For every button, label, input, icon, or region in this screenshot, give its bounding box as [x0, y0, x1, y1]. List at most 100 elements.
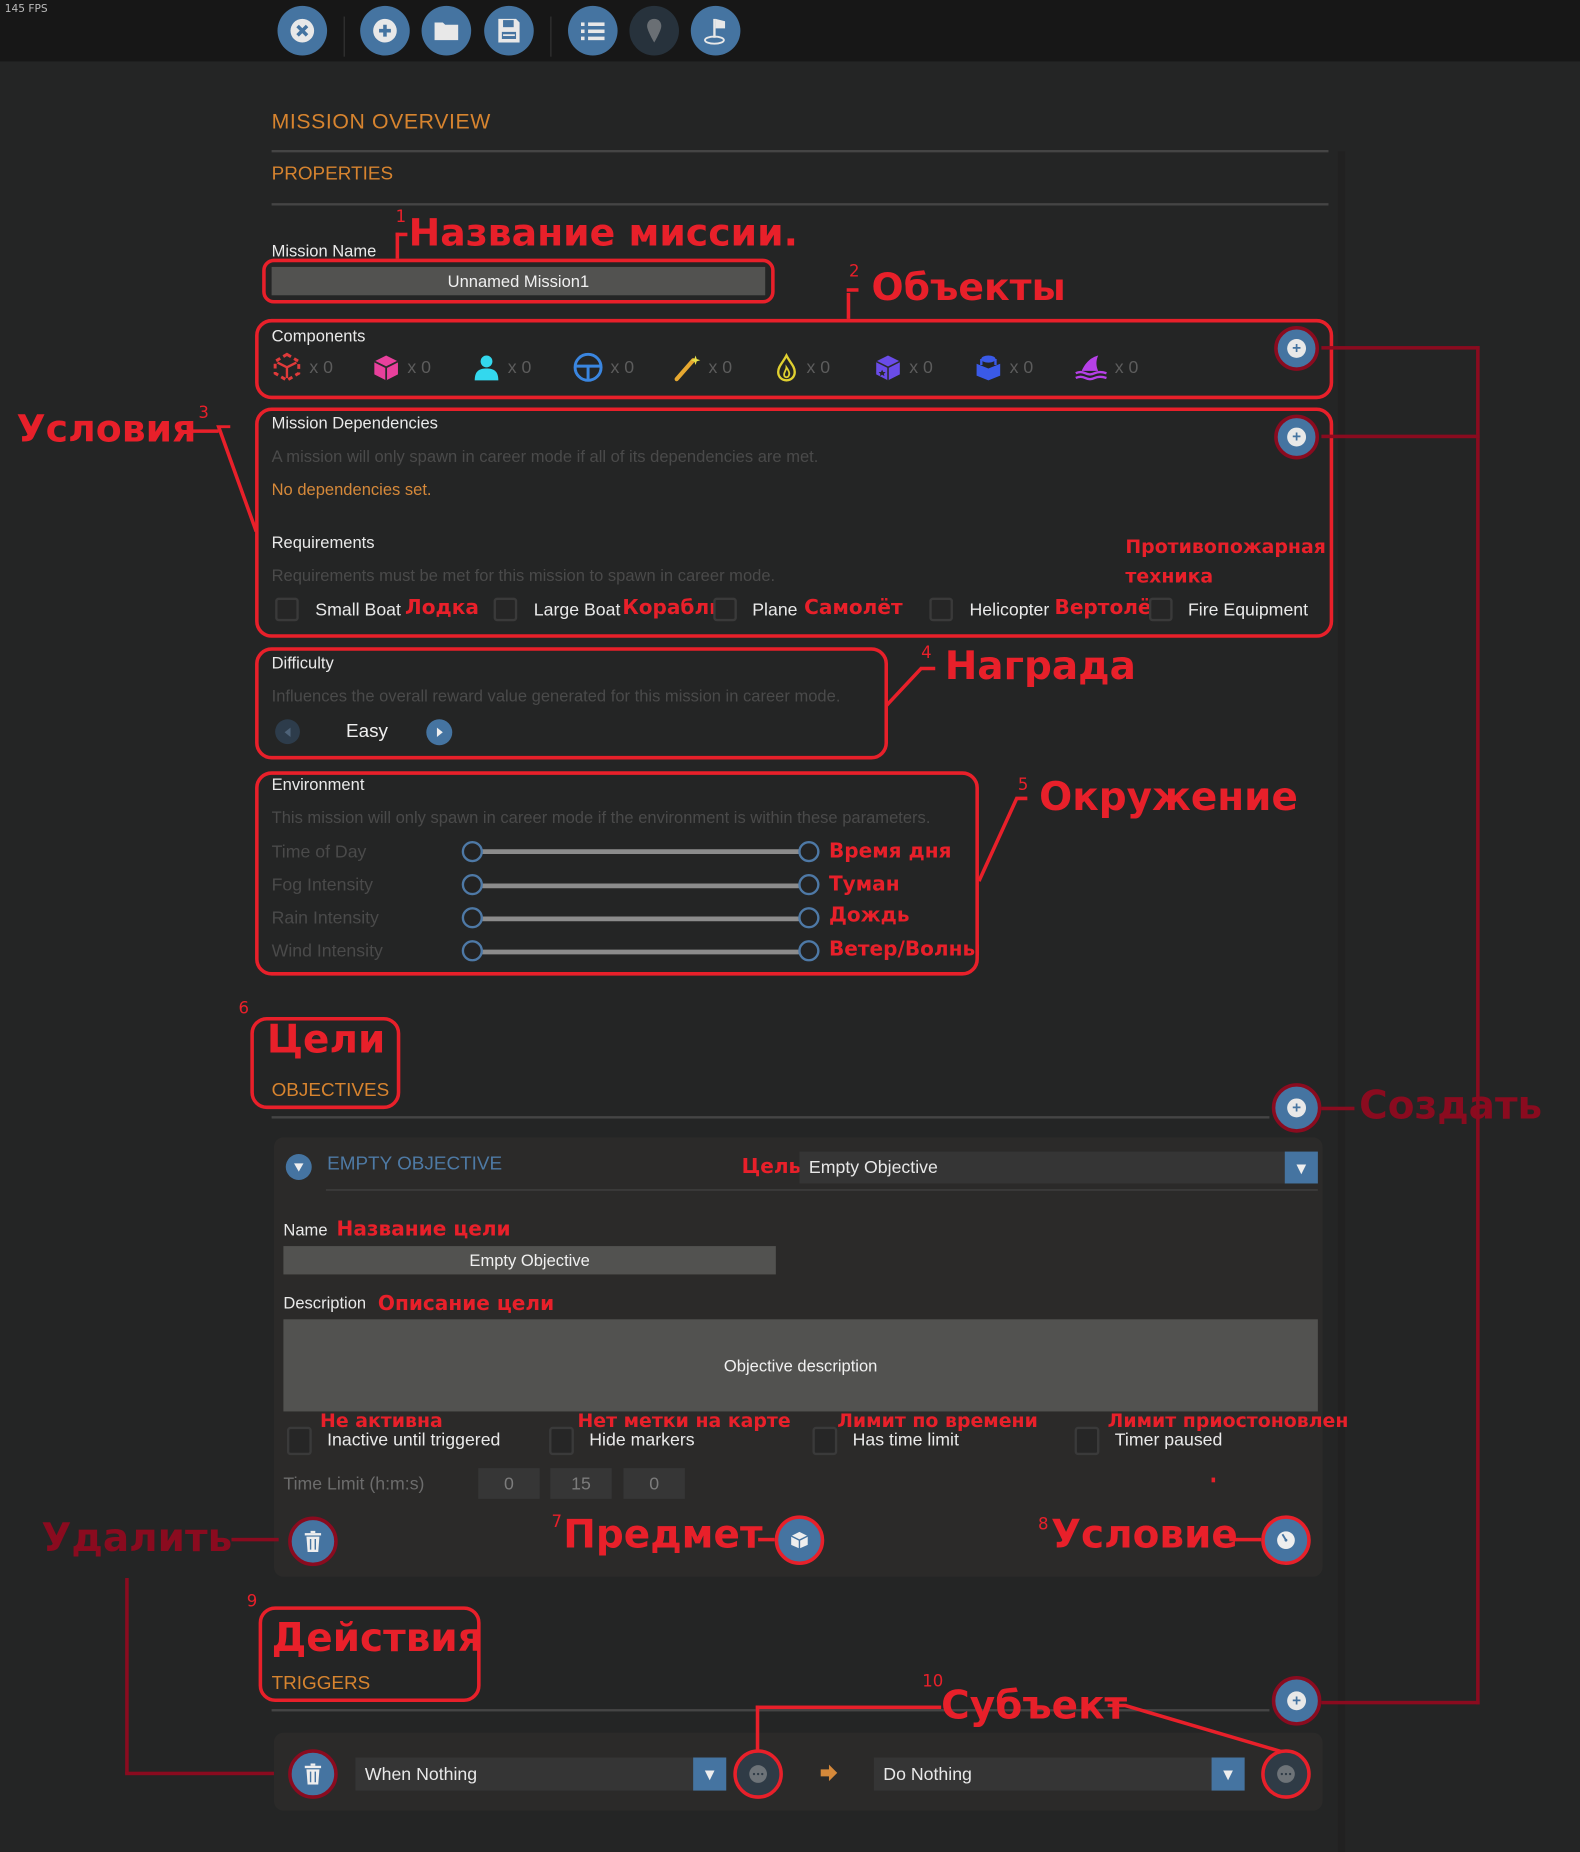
- inactive-until-triggered-label: Inactive until triggered: [327, 1430, 501, 1451]
- add-objective-button[interactable]: +: [1271, 1083, 1322, 1133]
- dependencies-status: No dependencies set.: [271, 479, 432, 499]
- component-object[interactable]: x 0: [372, 352, 472, 383]
- rain-intensity-min-handle[interactable]: [461, 907, 483, 929]
- annotation-box: [255, 407, 1334, 638]
- time-of-day-max-handle[interactable]: [798, 840, 820, 863]
- new-mission-button[interactable]: [360, 5, 410, 56]
- mission-list-button[interactable]: [567, 5, 618, 56]
- difficulty-next-button[interactable]: [426, 719, 453, 746]
- time-of-day-min-handle[interactable]: [461, 840, 483, 863]
- component-flare[interactable]: x 0: [673, 352, 773, 383]
- timer-icon: [1277, 1531, 1295, 1550]
- annotation-line: [395, 232, 408, 237]
- fog-intensity-min-handle[interactable]: [461, 874, 483, 896]
- trigger-condition-value: When Nothing: [364, 1764, 478, 1785]
- delete-objective-button[interactable]: [288, 1516, 338, 1567]
- fire-equipment-checkbox[interactable]: [1148, 597, 1173, 622]
- difficulty-prev-button[interactable]: [275, 719, 300, 745]
- has-time-limit-checkbox[interactable]: [812, 1426, 838, 1456]
- character-icon: [474, 355, 499, 381]
- annotation-actions: Действия: [271, 1614, 483, 1661]
- annotation-line: [885, 666, 936, 707]
- trigger-action-select[interactable]: Do Nothing ▼: [873, 1757, 1245, 1791]
- shark-icon: [1075, 355, 1107, 381]
- close-mission-button[interactable]: [277, 5, 328, 56]
- objective-name-input[interactable]: Empty Objective: [283, 1246, 776, 1275]
- chevron-down-icon: ▼: [1284, 1151, 1318, 1184]
- annotation-wind: Ветер/Волны: [828, 937, 981, 962]
- add-item-button[interactable]: [774, 1515, 825, 1565]
- inactive-until-triggered-checkbox[interactable]: [286, 1426, 312, 1456]
- annotation-item: Предмет: [563, 1510, 763, 1557]
- annotation-goal: Цель: [741, 1155, 802, 1179]
- component-barrel[interactable]: x 0: [974, 352, 1074, 383]
- location-button[interactable]: [629, 5, 680, 56]
- objective-description-input[interactable]: Objective description: [283, 1319, 1318, 1412]
- component-fire[interactable]: x 0: [773, 352, 873, 383]
- wind-intensity-slider[interactable]: [472, 949, 811, 955]
- time-limit-seconds-input[interactable]: 0: [623, 1468, 685, 1499]
- difficulty-label: Difficulty: [271, 653, 334, 673]
- wind-intensity-max-handle[interactable]: [798, 940, 820, 962]
- timer-paused-checkbox[interactable]: [1074, 1426, 1100, 1456]
- more-icon: [1277, 1765, 1295, 1783]
- plane-checkbox[interactable]: [713, 597, 737, 622]
- mission-overview-heading: MISSION OVERVIEW: [271, 109, 491, 134]
- annotation-box: [262, 258, 775, 304]
- small-boat-checkbox[interactable]: [275, 597, 299, 622]
- annotation-time-limit: Лимит по времени: [837, 1409, 1038, 1432]
- component-shark[interactable]: x 0: [1075, 352, 1175, 383]
- large-boat-checkbox[interactable]: [493, 597, 518, 622]
- annotation-number: 9: [246, 1592, 258, 1612]
- time-limit-hours-input[interactable]: 0: [478, 1468, 540, 1499]
- panel-scroll-track[interactable]: [1337, 151, 1346, 1852]
- fire-icon: [777, 353, 796, 382]
- helicopter-checkbox[interactable]: [929, 597, 953, 622]
- annotation-conditions: Условия: [16, 406, 197, 452]
- plus-icon: +: [1287, 338, 1307, 358]
- save-mission-button[interactable]: [484, 5, 534, 56]
- vehicle-wheel-icon: [573, 352, 603, 382]
- divider: [271, 203, 1329, 206]
- fog-intensity-slider[interactable]: [472, 883, 811, 889]
- wind-intensity-min-handle[interactable]: [461, 940, 483, 962]
- time-limit-minutes-input[interactable]: 15: [550, 1468, 612, 1499]
- open-mission-button[interactable]: [421, 5, 472, 56]
- component-character[interactable]: x 0: [472, 352, 572, 383]
- add-component-button[interactable]: +: [1274, 325, 1320, 371]
- annotation-number: 7: [551, 1513, 563, 1532]
- hide-markers-checkbox[interactable]: [549, 1426, 574, 1456]
- component-zone[interactable]: x 0: [272, 352, 372, 383]
- large-boat-label: Large Boat: [533, 600, 621, 621]
- annotation-line: [1321, 1700, 1480, 1705]
- annotation-dot: [1211, 1477, 1216, 1483]
- component-loot[interactable]: x 0: [874, 352, 974, 383]
- annotation-box: [258, 1606, 481, 1702]
- trigger-condition-select[interactable]: When Nothing ▼: [355, 1757, 727, 1791]
- component-vehicle[interactable]: x 0: [573, 352, 673, 383]
- annotation-line: [977, 796, 1028, 882]
- annotation-line: [125, 1577, 129, 1775]
- mission-name-input[interactable]: Unnamed Mission1: [271, 266, 766, 296]
- time-of-day-slider[interactable]: [472, 849, 811, 854]
- delete-trigger-button[interactable]: [288, 1749, 338, 1799]
- rain-intensity-max-handle[interactable]: [798, 907, 820, 929]
- add-dependency-button[interactable]: +: [1274, 414, 1320, 460]
- annotation-line: [1107, 1703, 1282, 1754]
- objective-type-select[interactable]: Empty Objective ▼: [799, 1151, 1318, 1184]
- add-condition-button[interactable]: [1261, 1515, 1311, 1565]
- trigger-action-subject-button[interactable]: [1261, 1749, 1311, 1799]
- trigger-condition-subject-button[interactable]: [733, 1749, 783, 1799]
- annotation-fire-equipment: Противопожарная: [1125, 535, 1326, 558]
- small-boat-label: Small Boat: [315, 600, 401, 621]
- add-trigger-button[interactable]: +: [1271, 1676, 1322, 1726]
- annotation-no-marker: Нет метки на карте: [577, 1409, 791, 1432]
- component-count: x 0: [1009, 357, 1034, 378]
- fog-intensity-max-handle[interactable]: [798, 874, 820, 896]
- playtest-button[interactable]: [690, 5, 741, 56]
- annotation-time-of-day: Время дня: [828, 839, 952, 864]
- rain-intensity-slider[interactable]: [472, 916, 811, 922]
- collapse-objective-button[interactable]: [285, 1153, 312, 1180]
- component-count: x 0: [806, 357, 831, 378]
